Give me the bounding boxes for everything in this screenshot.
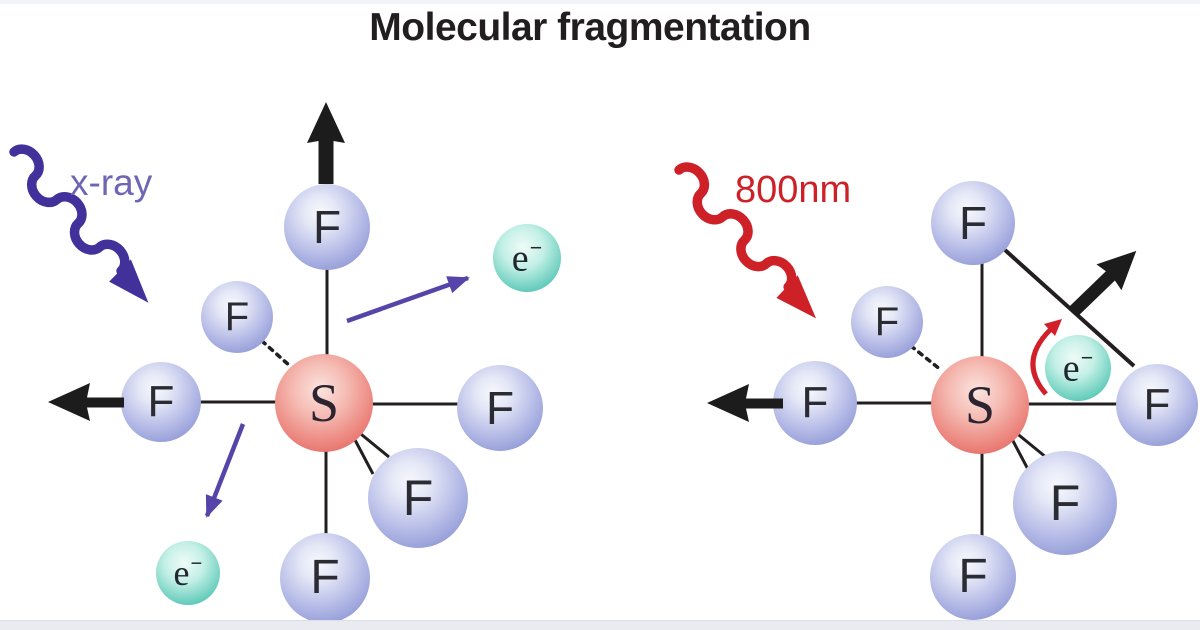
electron-upper-right-left-molecule: e− bbox=[493, 224, 561, 292]
fluorine-atom-left-right-molecule: F bbox=[773, 361, 857, 445]
fluorine-atom-right-right-molecule: F bbox=[1116, 364, 1198, 446]
electron-rescattering-right-molecule: e− bbox=[1045, 335, 1111, 401]
fluorine-atom-lower-right-left-molecule: F bbox=[368, 448, 468, 548]
fragment-arrow-left-left-molecule bbox=[48, 383, 124, 421]
fluorine-atom-upper-left-left-molecule: F bbox=[201, 281, 273, 353]
fragment-arrow-northeast-right-molecule bbox=[1068, 250, 1137, 317]
fluorine-atom-bottom-left-molecule: F bbox=[280, 533, 370, 623]
fluorine-atom-left-left-molecule: F bbox=[121, 362, 201, 442]
top-edge-strip bbox=[0, 0, 1200, 4]
fragment-arrow-left-right-molecule bbox=[707, 384, 783, 422]
bottom-edge-strip bbox=[0, 620, 1200, 630]
electron-rescatter-arrowhead bbox=[1044, 319, 1062, 336]
sulfur-atom-right-molecule: S bbox=[931, 356, 1029, 454]
bond-left-dashed bbox=[260, 339, 292, 368]
figure-title: Molecular fragmentation bbox=[369, 6, 811, 49]
fluorine-atom-top-right-molecule: F bbox=[931, 181, 1015, 265]
fluorine-atom-right-left-molecule: F bbox=[457, 365, 543, 451]
ir-800nm-beam-label: 800nm bbox=[735, 169, 852, 211]
fragment-arrow-up-left-molecule bbox=[307, 102, 345, 184]
electron-lower-left-left-molecule: e− bbox=[156, 541, 220, 605]
sulfur-atom-left-molecule: S bbox=[275, 354, 373, 452]
fluorine-atom-top-left-molecule: F bbox=[284, 184, 370, 270]
fluorine-atom-upper-left-right-molecule: F bbox=[851, 286, 923, 358]
electron-rescatter-curved-arrow bbox=[1030, 328, 1052, 396]
electron-ejection-arrow-upper bbox=[346, 275, 470, 324]
electron-ejection-arrow-lower bbox=[204, 423, 246, 518]
fluorine-atom-bottom-right-molecule: F bbox=[930, 534, 1016, 620]
fluorine-atom-lower-right-right-molecule: F bbox=[1013, 451, 1117, 555]
bond-right-dashed bbox=[909, 344, 943, 372]
xray-beam-label: x-ray bbox=[70, 162, 153, 203]
